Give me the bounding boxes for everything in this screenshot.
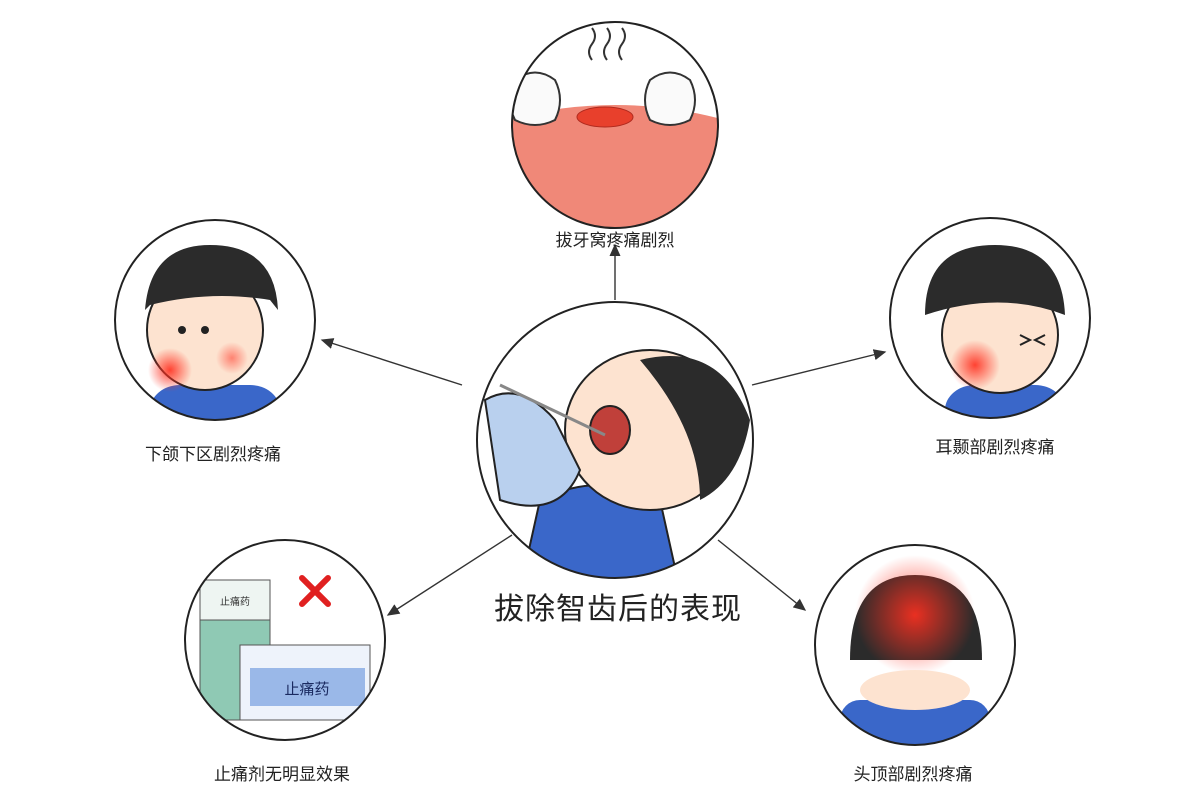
dental-exam-illustration bbox=[477, 302, 753, 578]
head-top-pain-illustration bbox=[815, 545, 1015, 745]
label-jaw-pain: 下颌下区剧烈疼痛 bbox=[145, 445, 281, 465]
boy-temple-pain-illustration bbox=[890, 218, 1090, 418]
cross-icon bbox=[299, 575, 331, 607]
arrow-right bbox=[751, 349, 887, 386]
arrow-bottom-left bbox=[386, 534, 513, 616]
small-box-label: 止痛药 bbox=[220, 595, 250, 608]
label-temple-pain: 耳颞部剧烈疼痛 bbox=[935, 438, 1055, 458]
big-box-label: 止痛药 bbox=[284, 680, 329, 698]
arrows bbox=[320, 243, 887, 616]
boy-jaw-pain-illustration bbox=[115, 220, 315, 420]
label-socket-pain: 拔牙窝疼痛剧烈 bbox=[555, 231, 675, 251]
arrow-bottom-right bbox=[717, 539, 807, 611]
diagram-title: 拔除智齿后的表现 bbox=[494, 592, 742, 627]
medicine-illustration: 止痛药 止痛药 bbox=[185, 540, 385, 740]
arrow-left bbox=[320, 338, 463, 386]
socket-illustration bbox=[512, 22, 718, 228]
label-head-top-pain: 头顶部剧烈疼痛 bbox=[853, 765, 973, 785]
label-painkiller-ineffective: 止痛剂无明显效果 bbox=[214, 765, 350, 785]
